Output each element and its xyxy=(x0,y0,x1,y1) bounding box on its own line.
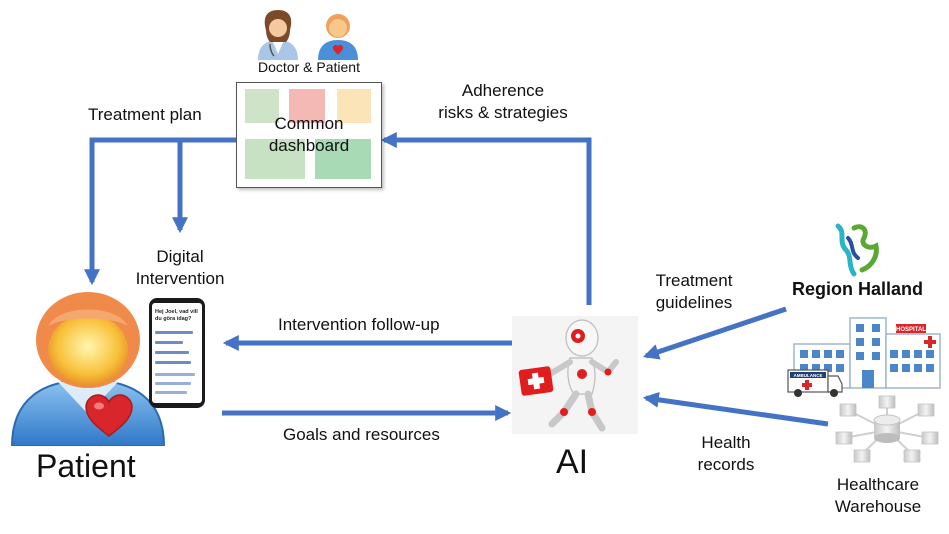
adherence-arrow xyxy=(380,131,592,305)
health-records-line2: records xyxy=(697,455,755,474)
region-halland-logo-icon xyxy=(835,223,879,277)
health-records-label: Health records xyxy=(676,432,776,476)
health-records-arrow xyxy=(642,391,829,427)
dashboard-tile xyxy=(337,89,371,123)
dashboard-tile xyxy=(245,89,279,123)
dashboard-title: Common dashboard xyxy=(237,113,381,157)
healthcare-warehouse-label: Healthcare Warehouse xyxy=(818,474,938,518)
hospital-icon: HOSPITAL AMBULANCE xyxy=(787,317,941,397)
phone-menu-line xyxy=(155,373,195,376)
region-halland-label: Region Halland xyxy=(792,279,924,299)
healthcare-warehouse-line2: Warehouse xyxy=(834,497,922,516)
ambulance-icon: AMBULANCE xyxy=(787,369,843,397)
treatment-guidelines-line1: Treatment xyxy=(655,271,733,290)
smartphone-screen: Hej Joel, vad vill du göra idag? xyxy=(152,303,202,403)
dashboard-title-line1: Common xyxy=(274,114,344,133)
treatment-guidelines-line2: guidelines xyxy=(655,293,733,312)
heart-icon xyxy=(85,394,133,437)
phone-menu-line xyxy=(155,361,191,364)
dashboard-tile xyxy=(289,89,325,123)
common-dashboard: Common dashboard xyxy=(236,82,382,188)
health-records-line1: Health xyxy=(701,433,751,452)
doctor-patient-label: Doctor & Patient xyxy=(258,59,360,75)
dashboard-tile xyxy=(315,139,371,179)
smartphone-icon: Hej Joel, vad vill du göra idag? xyxy=(149,298,205,408)
phone-menu-line xyxy=(155,351,189,354)
adherence-label: Adherence risks & strategies xyxy=(418,80,588,124)
dashboard-title-line2: dashboard xyxy=(268,136,350,155)
ambulance-sign: AMBULANCE xyxy=(794,373,823,378)
treatment-plan-label: Treatment plan xyxy=(88,105,202,124)
patient-label: Patient xyxy=(36,448,136,484)
adherence-label-line2: risks & strategies xyxy=(438,103,568,122)
doctor-icon xyxy=(258,10,298,60)
phone-heading: Hej Joel, vad vill du göra idag? xyxy=(155,309,198,322)
treatment-guidelines-label: Treatment guidelines xyxy=(638,270,750,314)
first-aid-kit-icon xyxy=(518,366,554,396)
digital-intervention-label: Digital Intervention xyxy=(110,246,250,290)
data-warehouse-icon xyxy=(835,395,939,463)
robot-icon xyxy=(512,316,638,434)
dashboard-tile xyxy=(245,139,305,179)
phone-menu-line xyxy=(155,391,187,394)
goals-resources-label: Goals and resources xyxy=(283,425,440,444)
ai-label: AI xyxy=(556,443,589,481)
phone-menu-line xyxy=(155,382,191,385)
phone-menu-line xyxy=(155,331,193,334)
digital-intervention-line2: Intervention xyxy=(135,269,225,288)
phone-menu-line xyxy=(155,341,183,344)
treatment-plan-arrow xyxy=(83,137,236,286)
patient-avatar-icon xyxy=(318,14,358,60)
hospital-sign: HOSPITAL xyxy=(896,327,926,333)
healthcare-warehouse-line1: Healthcare xyxy=(836,475,920,494)
digital-intervention-line1: Digital xyxy=(156,247,204,266)
adherence-label-line1: Adherence xyxy=(461,81,545,100)
treatment-guidelines-arrow xyxy=(642,306,787,360)
intervention-followup-label: Intervention follow-up xyxy=(278,315,440,334)
